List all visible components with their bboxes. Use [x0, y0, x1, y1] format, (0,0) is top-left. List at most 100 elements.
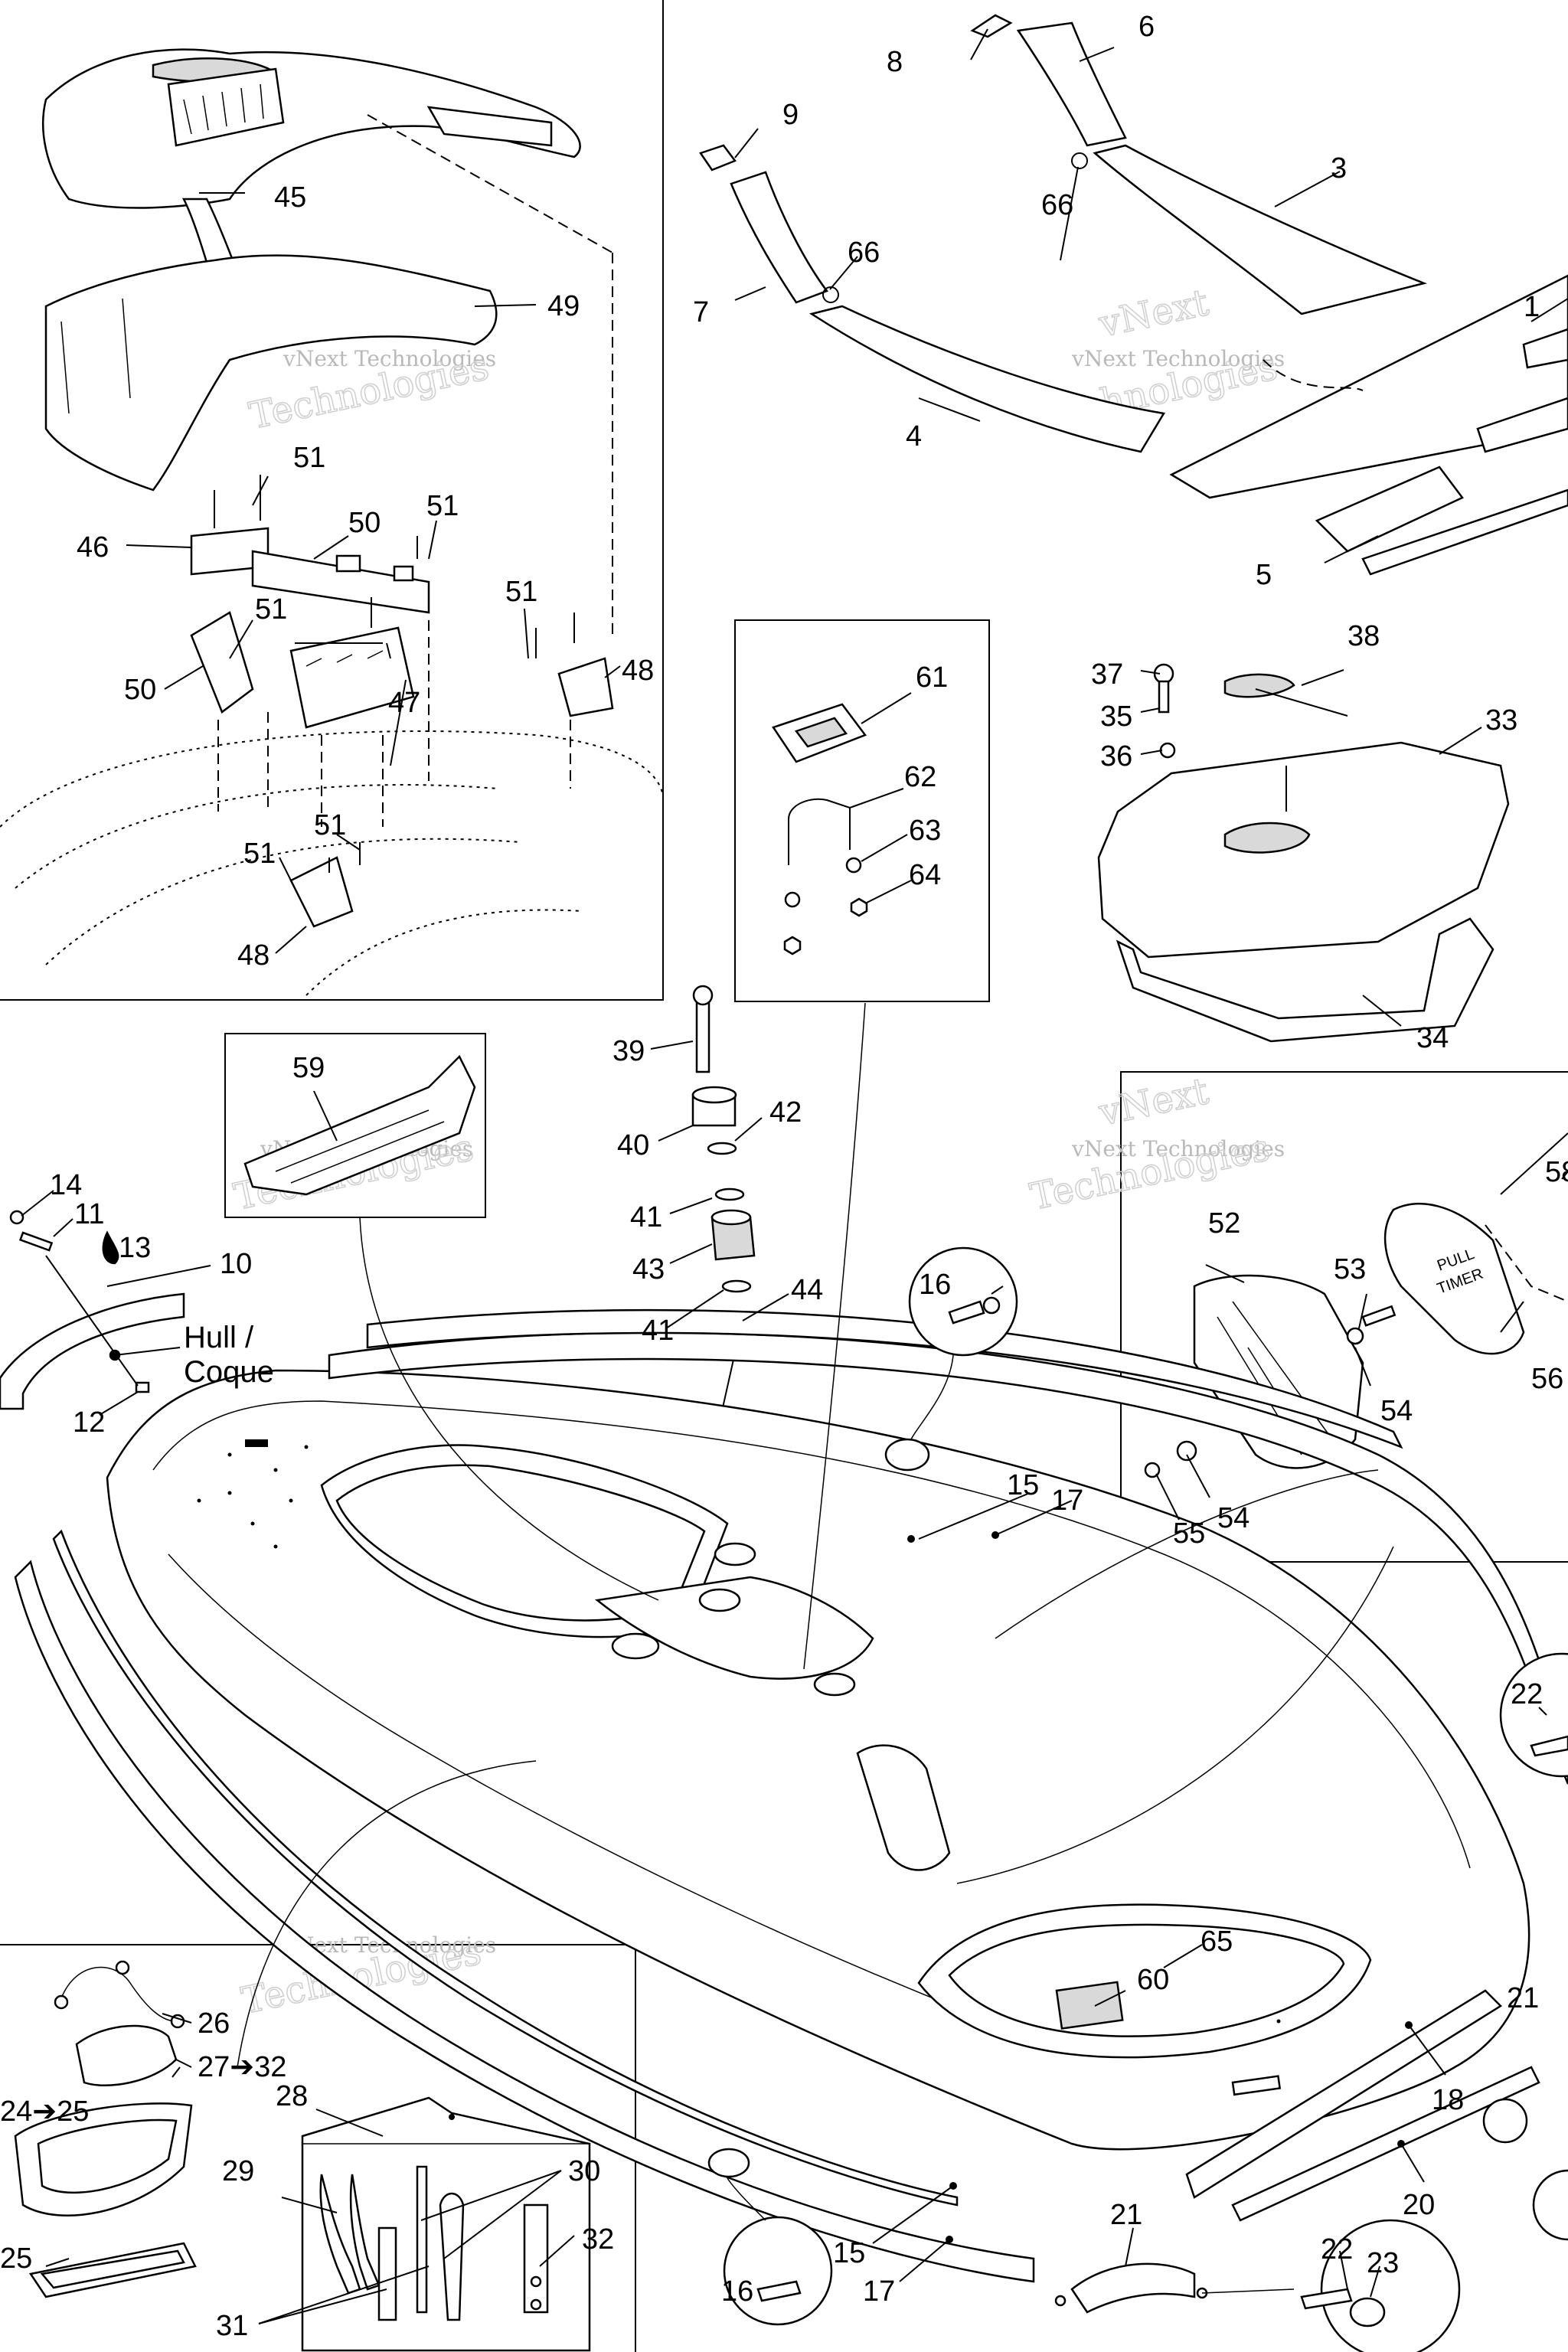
callout-27: 27➔32 — [198, 2051, 286, 2083]
callout-55: 55 — [1173, 1517, 1205, 1550]
callout-18: 18 — [1432, 2084, 1464, 2116]
callout-47: 47 — [388, 687, 420, 719]
callout-15b: 15 — [833, 2237, 865, 2269]
hull-label-fr: Coque — [184, 1355, 274, 1389]
callout-16a: 16 — [919, 1269, 951, 1301]
bracket-59 — [243, 1054, 476, 1196]
callout-37: 37 — [1091, 658, 1123, 691]
callout-30: 30 — [568, 2155, 600, 2187]
callout-5: 5 — [1256, 559, 1272, 591]
callout-4: 4 — [906, 420, 922, 452]
handle-hardware — [772, 703, 868, 956]
callout-50b: 50 — [124, 674, 156, 706]
callout-61: 61 — [916, 662, 948, 694]
callout-51b: 51 — [426, 490, 459, 522]
callout-21a: 21 — [1507, 1982, 1539, 2014]
callout-29: 29 — [222, 2155, 254, 2187]
callout-53: 53 — [1334, 1253, 1366, 1285]
callout-23: 23 — [1367, 2247, 1399, 2279]
callout-13: 13 — [119, 1232, 151, 1264]
callout-24: 24➔25 — [0, 2096, 89, 2128]
edge-molding — [0, 1210, 185, 1410]
callout-6: 6 — [1138, 11, 1155, 43]
callout-52: 52 — [1208, 1207, 1240, 1240]
callout-33: 33 — [1485, 704, 1517, 737]
callout-60: 60 — [1137, 1964, 1169, 1996]
callout-12: 12 — [73, 1406, 105, 1439]
callout-35: 35 — [1100, 701, 1132, 733]
callout-51d: 51 — [255, 593, 287, 626]
callout-63: 63 — [909, 815, 941, 847]
callout-10: 10 — [220, 1248, 252, 1280]
callout-11: 11 — [74, 1198, 104, 1230]
vent-box — [1120, 1071, 1568, 1563]
callout-17a: 17 — [1051, 1485, 1083, 1517]
seat-latch-hardware — [0, 114, 664, 996]
callout-9: 9 — [782, 99, 799, 131]
hardware-box — [734, 619, 990, 1002]
storage-cover — [1097, 663, 1510, 1043]
callout-3: 3 — [1331, 152, 1347, 185]
callout-17b: 17 — [863, 2275, 895, 2308]
callout-36: 36 — [1100, 740, 1132, 773]
callout-34: 34 — [1416, 1022, 1449, 1054]
callout-32: 32 — [582, 2223, 614, 2256]
callout-22b: 22 — [1321, 2233, 1353, 2265]
callout-22a: 22 — [1511, 1678, 1543, 1710]
callout-54b: 54 — [1217, 1502, 1250, 1534]
callout-8: 8 — [887, 46, 903, 78]
callout-48a: 48 — [622, 655, 654, 687]
bracket-box — [224, 1033, 486, 1218]
hull-deck — [106, 1369, 1530, 2151]
svg-text:vNext Technologies: vNext Technologies — [1071, 346, 1285, 371]
seat-assembly — [42, 48, 581, 492]
callout-65: 65 — [1200, 1926, 1233, 1958]
callout-50a: 50 — [348, 507, 381, 539]
svg-text:vNext: vNext — [1095, 281, 1212, 346]
leader-curves — [237, 1002, 1394, 2068]
svg-text:vNext Technologies: vNext Technologies — [283, 346, 496, 371]
callout-42: 42 — [769, 1096, 802, 1129]
callout-66b: 66 — [848, 237, 880, 269]
callout-25: 25 — [0, 2243, 32, 2275]
callout-44: 44 — [791, 1274, 823, 1306]
callout-51e: 51 — [314, 809, 346, 841]
callout-54a: 54 — [1380, 1395, 1413, 1427]
callout-45: 45 — [274, 181, 306, 214]
callout-15a: 15 — [1007, 1469, 1039, 1501]
svg-text:vNext Technologies: vNext Technologies — [1071, 1136, 1285, 1161]
callout-38: 38 — [1348, 620, 1380, 652]
leader-lines — [21, 28, 1568, 2324]
callout-39: 39 — [612, 1035, 645, 1067]
callout-59: 59 — [292, 1052, 325, 1084]
callout-51a: 51 — [293, 442, 325, 474]
callout-49: 49 — [547, 290, 580, 322]
callout-40: 40 — [617, 1129, 649, 1161]
callout-66a: 66 — [1041, 189, 1073, 221]
callout-16b: 16 — [721, 2275, 753, 2308]
callout-62: 62 — [904, 761, 936, 793]
grab-handle — [1054, 2262, 1295, 2314]
callout-43: 43 — [632, 1253, 665, 1285]
hull-label-en: Hull / — [184, 1321, 254, 1354]
callout-48b: 48 — [237, 939, 270, 972]
callout-41b: 41 — [642, 1315, 674, 1347]
callout-26: 26 — [198, 2007, 230, 2040]
callout-14: 14 — [50, 1169, 82, 1201]
footwell-mats — [699, 14, 1568, 576]
callout-21b: 21 — [1110, 2199, 1142, 2231]
detail-circles — [707, 1246, 1568, 2352]
callout-58: 58 — [1545, 1156, 1568, 1188]
callout-1: 1 — [1524, 291, 1540, 323]
svg-text:vNext: vNext — [1095, 1070, 1212, 1135]
callout-51c: 51 — [505, 576, 537, 608]
callout-28: 28 — [276, 2080, 308, 2112]
callout-31: 31 — [216, 2310, 248, 2342]
callout-51f: 51 — [243, 838, 276, 870]
callout-41a: 41 — [630, 1201, 662, 1233]
callout-labels: 1 3 4 5 6 7 8 9 66 66 45 49 46 51 50 51 … — [0, 11, 1568, 2342]
callout-20: 20 — [1403, 2189, 1435, 2221]
callout-7: 7 — [693, 296, 709, 328]
callout-56: 56 — [1531, 1363, 1563, 1395]
